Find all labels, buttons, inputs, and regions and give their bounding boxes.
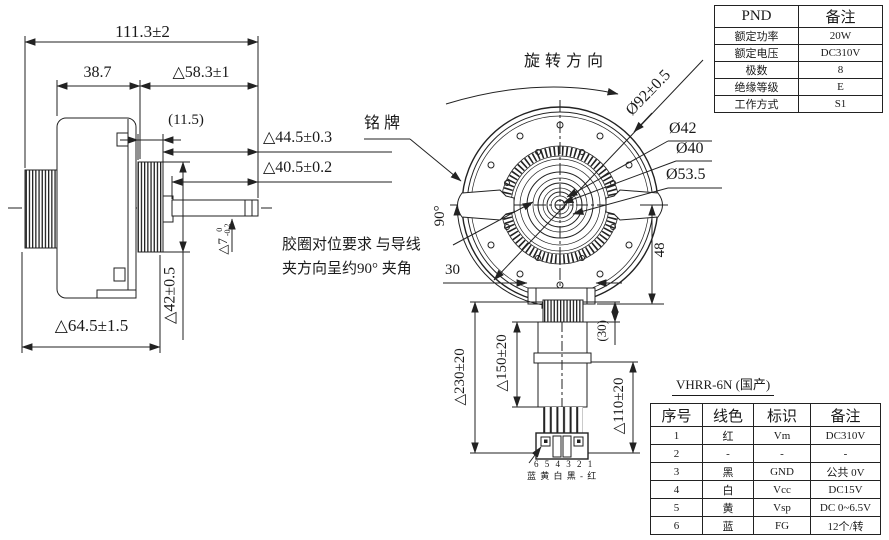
table-cell: 额定电压 [714, 44, 799, 62]
shaft [171, 199, 259, 217]
table-cell: E [798, 78, 883, 96]
table-cell: 极数 [714, 61, 799, 79]
side-view-drawing [8, 117, 272, 299]
dim-rear-length-label: △58.3±1 [172, 64, 230, 81]
dim-lower-label: △110±20 [611, 377, 628, 435]
table-row: 2--- [650, 444, 881, 463]
connector-table-header-row: 序号线色标识备注 [650, 403, 881, 427]
front-view-dimensions [364, 59, 722, 309]
table-cell: 5 [650, 498, 703, 517]
note-line1: 胶圈对位要求 与导线 [282, 237, 421, 253]
table-header-cell: 备注 [810, 403, 881, 427]
table-cell: GND [753, 462, 811, 481]
rotation-direction-arrow [445, 86, 619, 105]
dim-shaft-40-label: △40.5±0.2 [263, 159, 333, 176]
table-cell: 工作方式 [714, 95, 799, 113]
table-cell: DC 0~6.5V [810, 498, 881, 517]
dia-42-label: Ø42 [669, 120, 697, 137]
table-cell: 蓝 [702, 516, 754, 535]
angle-90-label: 90° [432, 205, 449, 227]
table-cell: - [702, 444, 754, 463]
table-cell: 红 [702, 426, 754, 445]
table-cell: Vsp [753, 498, 811, 517]
shaft-dia-prefix: △7 [214, 238, 230, 255]
table-cell: 3 [650, 462, 703, 481]
dim-48-label: 48 [652, 242, 669, 258]
dim-body-length-label: 38.7 [83, 64, 112, 81]
table-cell: 绝缘等级 [714, 78, 799, 96]
table-cell: 12个/转 [810, 516, 881, 535]
table-cell: Vm [753, 426, 811, 445]
stator-lamination-right [137, 161, 164, 253]
table-header-cell: 序号 [650, 403, 703, 427]
table-cell: FG [753, 516, 811, 535]
mounting-wing-left [457, 189, 515, 221]
table-cell: 黑 [702, 462, 754, 481]
note-line2: 夹方向呈约90° 夹角 [282, 261, 412, 277]
dim-overall-length-label: 111.3±2 [115, 22, 170, 41]
dia-53-5-label: Ø53.5 [666, 166, 706, 183]
table-cell: 额定功率 [714, 27, 799, 45]
dia-40-label: Ø40 [676, 140, 704, 157]
table-cell: 8 [798, 61, 883, 79]
table-header-cell: 备注 [798, 5, 883, 28]
table-header-cell: 线色 [702, 403, 754, 427]
dim-body-overall-label: △64.5±1.5 [54, 316, 129, 335]
wire-bundle-lower [543, 407, 583, 433]
table-cell: 白 [702, 480, 754, 499]
cable-dimensions [470, 301, 640, 454]
table-header-cell: PND [714, 5, 799, 28]
dim-exposed-label: (30) [594, 319, 610, 342]
table-cell: 2 [650, 444, 703, 463]
dim-cable-total-label: △230±20 [452, 348, 469, 406]
nameplate-label: 铭牌 [364, 115, 405, 132]
table-cell: 4 [650, 480, 703, 499]
connector-table-title: VHRR-6N (国产) [672, 374, 775, 396]
dim-stator-height-label: △42±0.5 [161, 266, 179, 324]
side-view-dimensions [21, 36, 392, 353]
dim-boss-width-label: 30 [445, 262, 460, 278]
table-cell: DC15V [810, 480, 881, 499]
shaft-dia-tolerance: 0-0.2 [215, 223, 233, 237]
pin-numbers-label: 6 5 4 3 2 1 [534, 459, 595, 469]
table-cell: S1 [798, 95, 883, 113]
table-cell: 1 [650, 426, 703, 445]
table-cell: 黄 [702, 498, 754, 517]
table-cell: - [753, 444, 811, 463]
angle-90-arc [453, 204, 553, 309]
dim-sleeve-label: △150±20 [494, 334, 511, 392]
table-cell: DC310V [810, 426, 881, 445]
table-cell: Vcc [753, 480, 811, 499]
wire-colors-label: 蓝 黄 白 黑 - 红 [527, 471, 598, 481]
table-cell: 6 [650, 516, 703, 535]
wire-bundle-upper [542, 299, 584, 323]
table-cell: - [810, 444, 881, 463]
rotation-direction-label: 旋转方向 [524, 53, 609, 70]
table-cell: 公共 0V [810, 462, 881, 481]
stator-lamination-left [24, 169, 58, 249]
cable-assembly-drawing [528, 299, 592, 464]
table-header-cell: 标识 [753, 403, 811, 427]
dim-ref-label: (11.5) [168, 112, 204, 128]
table-cell: 20W [798, 27, 883, 45]
table-cell: DC310V [798, 44, 883, 62]
dim-shaft-44-label: △44.5±0.3 [263, 129, 333, 146]
